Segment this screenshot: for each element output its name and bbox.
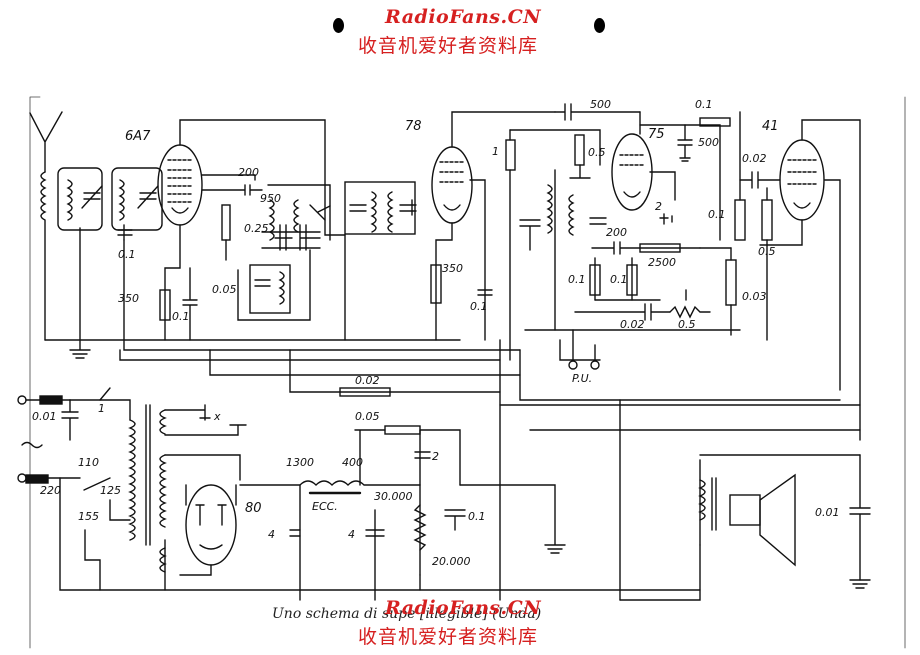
schematic-caption: Uno schema di supe [illegible] (Unda) bbox=[272, 606, 542, 622]
label-r2500: 2500 bbox=[648, 256, 676, 269]
power-transformer-primary bbox=[128, 419, 136, 541]
antenna bbox=[29, 111, 63, 173]
rf-coil-1 bbox=[66, 179, 73, 221]
label-c01d: 0.1 bbox=[568, 273, 586, 286]
label-c2: 2 bbox=[432, 450, 439, 463]
label-r400: 400 bbox=[342, 456, 363, 469]
tube-label-75: 75 bbox=[648, 127, 665, 142]
osc-coil-1 bbox=[268, 199, 275, 241]
tube-label-78: 78 bbox=[405, 119, 422, 134]
label-c200b: 200 bbox=[606, 226, 627, 239]
bleeder-resistor bbox=[413, 504, 427, 551]
label-c005a: 0.05 bbox=[212, 283, 237, 296]
tuning-cap-1 bbox=[81, 185, 103, 209]
label-tap220: 220 bbox=[40, 484, 61, 497]
watermark-top-en: RadioFans.CN bbox=[385, 6, 542, 28]
tube-75 bbox=[611, 133, 653, 211]
label-c01e: 0.1 bbox=[610, 273, 628, 286]
label-r01b: 0.1 bbox=[708, 208, 726, 221]
label-c01f: 0.1 bbox=[468, 510, 486, 523]
label-c025: 0.25 bbox=[244, 222, 269, 235]
label-r1300: 1300 bbox=[286, 456, 314, 469]
choke-coil bbox=[299, 480, 421, 486]
registration-dot-right bbox=[594, 18, 605, 33]
label-r30000: 30.000 bbox=[374, 490, 413, 503]
label-r350a: 350 bbox=[118, 292, 139, 305]
osc-coil-2 bbox=[293, 199, 300, 233]
label-tap155: 155 bbox=[78, 510, 99, 523]
rf-can-2 bbox=[111, 167, 163, 231]
if-transformer-1 bbox=[344, 181, 416, 235]
label-x1: x bbox=[213, 410, 221, 423]
label-c200a: 200 bbox=[238, 166, 259, 179]
label-r003: 0.03 bbox=[742, 290, 767, 303]
label-c4b: 4 bbox=[348, 528, 355, 541]
watermark-top-cn: 收音机爱好者资料库 bbox=[358, 35, 539, 57]
antenna-coil bbox=[40, 171, 47, 341]
tube-label-41: 41 bbox=[762, 119, 779, 134]
label-tap110: 110 bbox=[78, 456, 99, 469]
registration-dot-left bbox=[333, 18, 344, 33]
output-transformer bbox=[698, 479, 706, 521]
speaker-cone bbox=[759, 473, 796, 567]
ground-left bbox=[69, 339, 91, 359]
label-c005b: 0.05 bbox=[355, 410, 380, 423]
border-frame bbox=[29, 96, 906, 649]
label-r350b: 350 bbox=[442, 262, 463, 275]
label-r05a: 0.5 bbox=[588, 146, 606, 159]
label-c500a: 500 bbox=[590, 98, 611, 111]
label-r20000: 20.000 bbox=[432, 555, 471, 568]
label-c002c: 0.02 bbox=[355, 374, 380, 387]
label-c001a: 0.01 bbox=[32, 410, 57, 423]
label-tap125: 125 bbox=[100, 484, 121, 497]
label-r01: 0.1 bbox=[695, 98, 713, 111]
tube-label-80: 80 bbox=[245, 501, 262, 516]
label-r05b: 0.5 bbox=[758, 245, 776, 258]
label-c01b: 0.1 bbox=[172, 310, 190, 323]
label-c002b: 0.02 bbox=[620, 318, 645, 331]
label-sw1: 1 bbox=[98, 402, 105, 415]
label-r1: 1 bbox=[492, 145, 499, 158]
label-pu: P.U. bbox=[572, 372, 592, 385]
tube-80 bbox=[185, 484, 237, 566]
label-c01c: 0.1 bbox=[470, 300, 488, 313]
label-c950: 950 bbox=[260, 192, 281, 205]
tube-78 bbox=[431, 146, 473, 224]
power-transformer-secondary bbox=[159, 409, 167, 573]
label-c4a: 4 bbox=[268, 528, 275, 541]
label-c500b: 500 bbox=[698, 136, 719, 149]
label-ecc: ECC. bbox=[312, 500, 338, 513]
label-c002a: 0.02 bbox=[742, 152, 767, 165]
watermark-bottom-cn: 收音机爱好者资料库 bbox=[358, 626, 539, 648]
label-n2: 2 bbox=[655, 200, 662, 213]
label-r05c: 0.5 bbox=[678, 318, 696, 331]
label-c01a: 0.1 bbox=[118, 248, 136, 261]
tube-label-6a7: 6A7 bbox=[125, 129, 151, 144]
label-c001b: 0.01 bbox=[815, 506, 840, 519]
watermark-bottom-en: RadioFans.CN bbox=[385, 597, 542, 619]
